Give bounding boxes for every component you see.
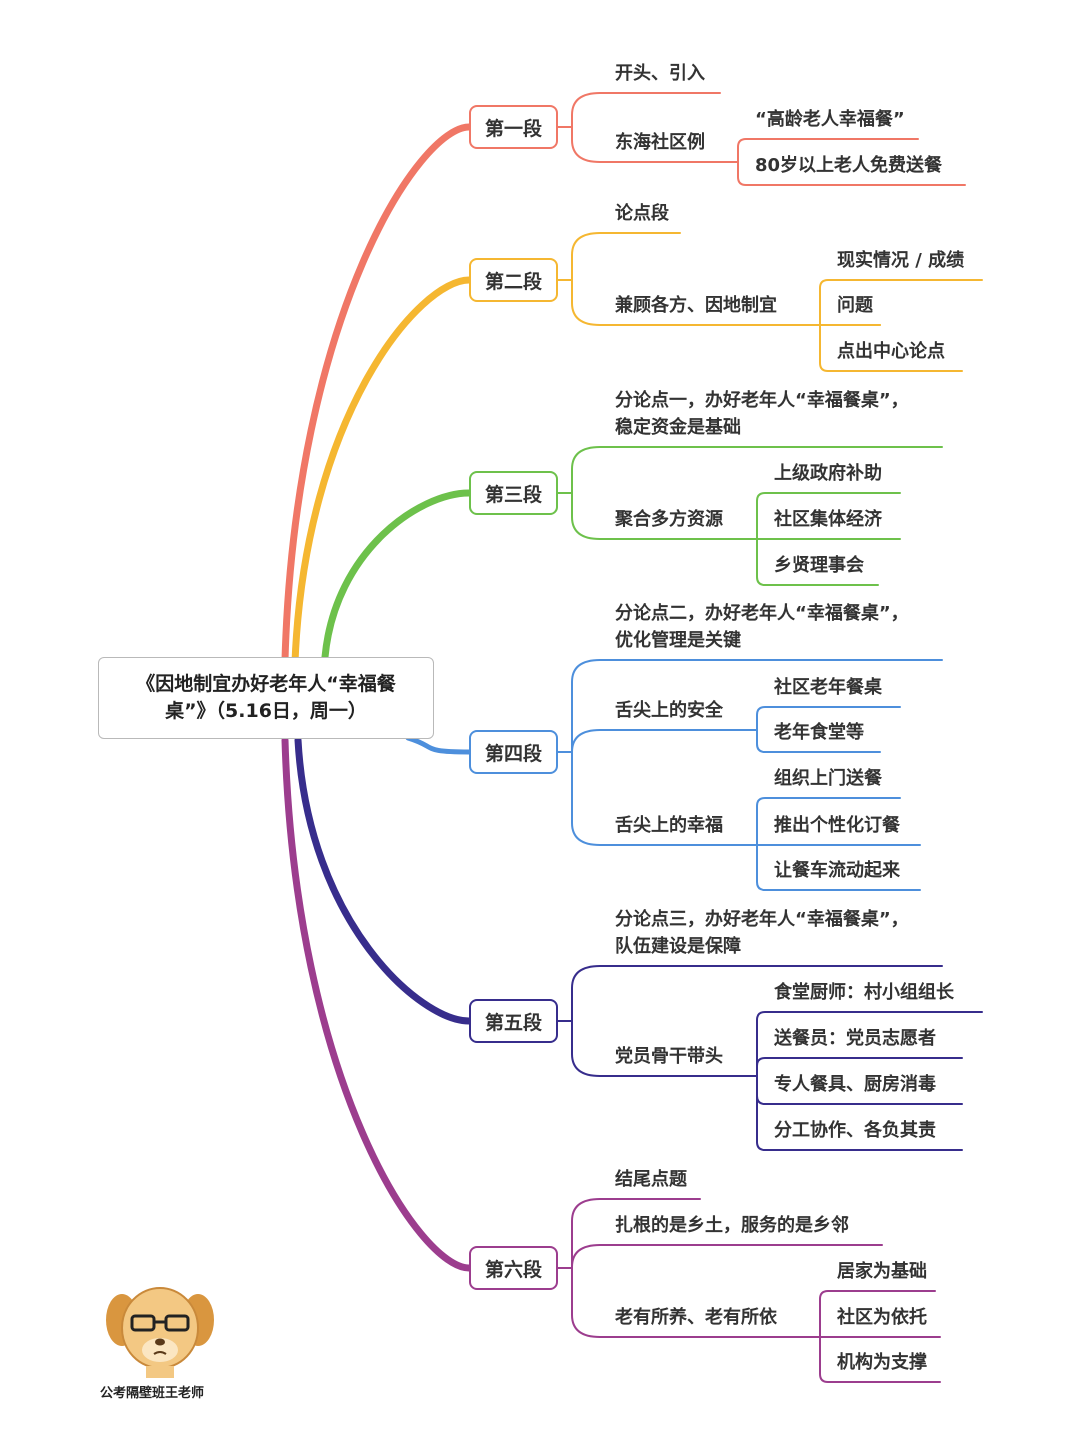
topic-node[interactable]: 结尾点题: [615, 1169, 687, 1190]
subtopic-node[interactable]: 现实情况 / 成绩: [837, 250, 965, 271]
section-6-box[interactable]: 第六段: [469, 1246, 558, 1290]
topic-node[interactable]: 论点段: [615, 203, 669, 224]
topic-node[interactable]: 分论点一，办好老年人“幸福餐桌”， 稳定资金是基础: [615, 390, 909, 438]
branch-line: [571, 1267, 821, 1338]
sub-branch-line: [819, 279, 983, 326]
sub-branch-line: [737, 138, 919, 163]
topic-node[interactable]: 兼顾各方、因地制宜: [615, 295, 777, 316]
subtopic-node[interactable]: “高龄老人幸福餐”: [755, 109, 905, 130]
section-3-box[interactable]: 第三段: [469, 471, 558, 515]
sub-branch-line: [756, 1057, 963, 1077]
branch-line: [571, 1198, 701, 1269]
branch-line: [571, 126, 739, 163]
trunk-line: [321, 489, 473, 661]
subtopic-node[interactable]: 社区为依托: [837, 1307, 927, 1328]
topic-node[interactable]: 东海社区例: [615, 132, 705, 153]
subtopic-node[interactable]: 食堂厨师：村小组组长: [774, 982, 954, 1003]
sub-branch-line: [737, 161, 966, 186]
branch-line: [571, 1020, 758, 1077]
sub-branch-line: [756, 797, 901, 846]
section-label: 第三段: [484, 483, 542, 506]
sub-branch-line: [819, 1290, 936, 1338]
topic-node[interactable]: 舌尖上的安全: [615, 700, 723, 721]
subtopic-node[interactable]: 点出中心论点: [837, 341, 945, 362]
dog-mascot-icon: [106, 1287, 214, 1378]
trunk-line: [281, 123, 473, 664]
section-4-box[interactable]: 第四段: [469, 730, 558, 774]
sub-branch-line: [819, 1336, 941, 1383]
watermark-caption: 公考隔壁班王老师: [100, 1386, 205, 1401]
section-1-box[interactable]: 第一段: [469, 105, 558, 149]
section-label: 第六段: [484, 1258, 542, 1281]
branch-line: [571, 492, 758, 540]
root-topic-label: 《因地制宜办好老年人“幸福餐桌”》（5.16日，周一）: [136, 673, 396, 722]
subtopic-node[interactable]: 机构为支撑: [837, 1352, 927, 1373]
branch-line: [571, 92, 721, 128]
subtopic-node[interactable]: 社区集体经济: [774, 509, 882, 530]
sub-branch-line: [756, 1075, 963, 1151]
trunk-line: [281, 736, 473, 1272]
branch-line: [571, 232, 681, 281]
branch-line: [571, 659, 943, 753]
section-label: 第二段: [484, 270, 542, 293]
subtopic-node[interactable]: 老年食堂等: [774, 722, 864, 743]
topic-node[interactable]: 分论点二，办好老年人“幸福餐桌”， 优化管理是关键: [615, 603, 909, 651]
root-topic[interactable]: 《因地制宜办好老年人“幸福餐桌”》（5.16日，周一）: [98, 657, 434, 739]
trunk-line: [291, 276, 473, 666]
subtopic-node[interactable]: 推出个性化订餐: [774, 815, 900, 836]
trunk-line: [294, 736, 473, 1025]
sub-branch-line: [819, 324, 963, 372]
sub-branch-line: [756, 538, 879, 586]
subtopic-node[interactable]: 80岁以上老人免费送餐: [755, 155, 943, 176]
topic-node[interactable]: 老有所养、老有所依: [615, 1307, 777, 1328]
section-2-box[interactable]: 第二段: [469, 258, 558, 302]
branch-line: [571, 1244, 883, 1269]
branch-line: [571, 751, 758, 846]
sub-branch-line: [756, 1011, 983, 1077]
topic-node[interactable]: 党员骨干带头: [615, 1046, 723, 1067]
sub-branch-line: [756, 706, 901, 731]
sub-branch-line: [756, 729, 881, 753]
sub-branch-line: [756, 844, 921, 891]
branch-line: [571, 279, 881, 326]
topic-node[interactable]: 扎根的是乡土，服务的是乡邻: [615, 1215, 849, 1236]
branch-line: [571, 729, 758, 753]
trunk-line: [405, 735, 472, 755]
topic-node[interactable]: 聚合多方资源: [615, 509, 723, 530]
subtopic-node[interactable]: 送餐员：党员志愿者: [774, 1028, 936, 1049]
section-label: 第一段: [484, 117, 542, 140]
topic-node[interactable]: 分论点三，办好老年人“幸福餐桌”， 队伍建设是保障: [615, 909, 909, 957]
subtopic-node[interactable]: 让餐车流动起来: [774, 860, 900, 881]
sub-branch-line: [756, 492, 901, 540]
subtopic-node[interactable]: 居家为基础: [837, 1261, 927, 1282]
branch-line: [571, 965, 943, 1022]
subtopic-node[interactable]: 问题: [837, 295, 873, 316]
subtopic-node[interactable]: 乡贤理事会: [774, 555, 864, 576]
section-label: 第五段: [484, 1011, 542, 1034]
section-5-box[interactable]: 第五段: [469, 999, 558, 1043]
subtopic-node[interactable]: 组织上门送餐: [774, 768, 882, 789]
subtopic-node[interactable]: 分工协作、各负其责: [774, 1120, 936, 1141]
subtopic-node[interactable]: 社区老年餐桌: [774, 677, 882, 698]
branch-line: [571, 446, 943, 494]
subtopic-node[interactable]: 专人餐具、厨房消毒: [774, 1074, 936, 1095]
topic-node[interactable]: 舌尖上的幸福: [615, 815, 723, 836]
subtopic-node[interactable]: 上级政府补助: [774, 463, 882, 484]
section-label: 第四段: [484, 742, 542, 765]
topic-node[interactable]: 开头、引入: [615, 63, 705, 84]
